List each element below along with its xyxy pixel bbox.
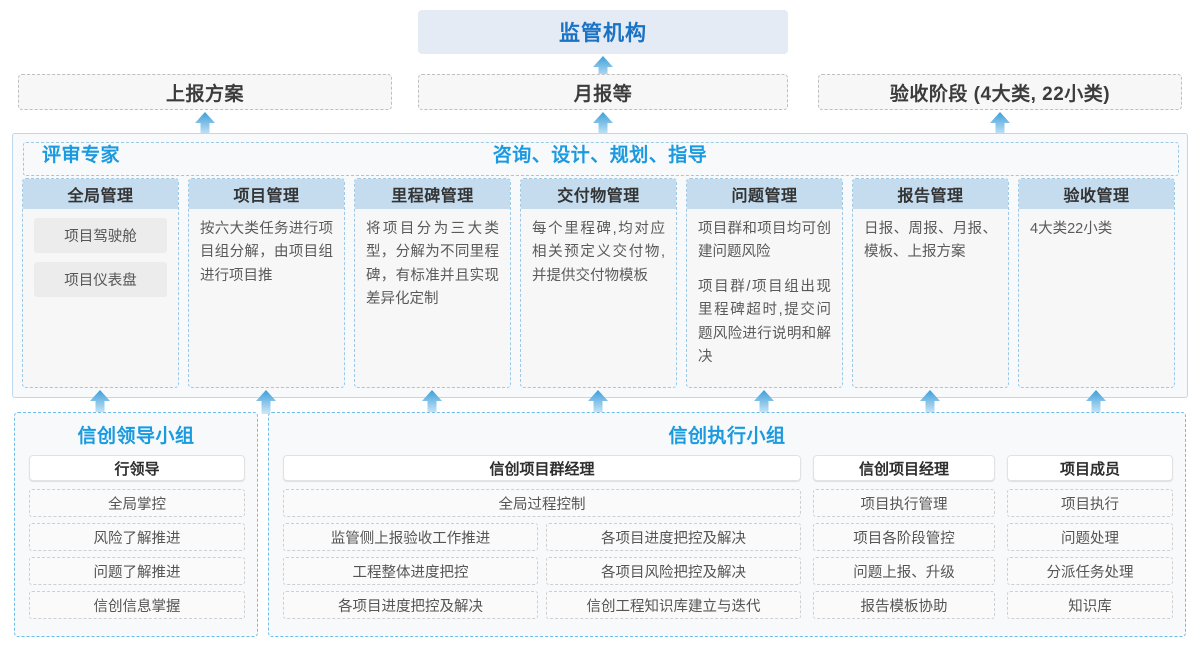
list-item[interactable]: 各项目风险把控及解决 <box>546 557 801 585</box>
management-paragraph: 项目群/项目组出现里程碑超时,提交问题风险进行说明和解决 <box>698 278 831 366</box>
list-item[interactable]: 报告模板协助 <box>813 591 995 619</box>
arrow-up-icon <box>989 112 1011 136</box>
management-paragraph: 按六大类任务进行项目组分解，由项目组进行项目推 <box>200 221 333 284</box>
management-column: 验收管理 4大类22小类 <box>1018 178 1175 388</box>
management-column: 项目管理按六大类任务进行项目组分解，由项目组进行项目推 <box>188 178 345 388</box>
list-item[interactable]: 监管侧上报验收工作推进 <box>283 523 538 551</box>
arrow-up-icon <box>255 390 277 414</box>
list-item[interactable]: 问题上报、升级 <box>813 557 995 585</box>
bottom-column-members: 项目成员 项目执行问题处理分派任务处理知识库 <box>1007 455 1173 625</box>
management-column: 里程碑管理将项目分为三大类型，分解为不同里程碑，有标准并且实现差异化定制 <box>354 178 511 388</box>
arrow-up-icon <box>753 390 775 414</box>
management-column-title: 报告管理 <box>853 179 1008 209</box>
list-item[interactable]: 全局掌控 <box>29 489 245 517</box>
management-column-body: 每个里程碑,均对应相关预定义交付物,并提供交付物模板 <box>521 209 676 288</box>
management-paragraph: 将项目分为三大类型，分解为不同里程碑，有标准并且实现差异化定制 <box>366 221 499 308</box>
management-paragraph: 项目群和项目均可创建问题风险 <box>698 221 831 261</box>
list-item[interactable]: 全局过程控制 <box>283 489 801 517</box>
list-item[interactable]: 风险了解推进 <box>29 523 245 551</box>
management-column-body: 4大类22小类 <box>1019 209 1174 241</box>
list-item[interactable]: 问题处理 <box>1007 523 1173 551</box>
report-box-plan: 上报方案 <box>18 74 392 110</box>
list-row: 工程整体进度把控各项目风险把控及解决 <box>283 557 801 591</box>
bottom-column-head: 信创项目群经理 <box>283 455 801 481</box>
management-column-body: 日报、周报、月报、模板、上报方案 <box>853 209 1008 265</box>
management-paragraph: 每个里程碑,均对应相关预定义交付物,并提供交付物模板 <box>532 221 665 284</box>
list-row: 监管侧上报验收工作推进各项目进度把控及解决 <box>283 523 801 557</box>
management-column-title: 问题管理 <box>687 179 842 209</box>
group-title: 信创执行小组 <box>668 426 786 447</box>
management-column-body: 按六大类任务进行项目组分解，由项目组进行项目推 <box>189 209 344 288</box>
management-chip[interactable]: 项目仪表盘 <box>34 262 167 297</box>
middle-label-center: 咨询、设计、规划、指导 <box>492 145 708 166</box>
management-chip[interactable]: 项目驾驶舱 <box>34 218 167 253</box>
list-item[interactable]: 项目各阶段管控 <box>813 523 995 551</box>
group-execution: 信创执行小组 信创项目群经理 全局过程控制 监管侧上报验收工作推进各项目进度把控… <box>268 412 1186 637</box>
bottom-column-program-manager: 信创项目群经理 全局过程控制 监管侧上报验收工作推进各项目进度把控及解决工程整体… <box>283 455 801 625</box>
management-column-body: 项目驾驶舱项目仪表盘 <box>23 209 178 297</box>
group-title: 信创领导小组 <box>77 426 195 447</box>
arrow-up-icon <box>592 112 614 136</box>
middle-label-bar <box>23 142 1179 176</box>
list-item[interactable]: 信创工程知识库建立与迭代 <box>546 591 801 619</box>
report-box-acceptance: 验收阶段 (4大类, 22小类) <box>818 74 1182 110</box>
arrow-up-icon <box>919 390 941 414</box>
list-item[interactable]: 项目执行管理 <box>813 489 995 517</box>
management-column-title: 验收管理 <box>1019 179 1174 209</box>
bottom-column-project-manager: 信创项目经理 项目执行管理项目各阶段管控问题上报、升级报告模板协助 <box>813 455 995 625</box>
management-paragraph: 4大类22小类 <box>1030 221 1113 237</box>
list-item[interactable]: 工程整体进度把控 <box>283 557 538 585</box>
bottom-column-head: 行领导 <box>29 455 245 481</box>
list-item[interactable]: 项目执行 <box>1007 489 1173 517</box>
report-box-monthly: 月报等 <box>418 74 788 110</box>
management-column: 交付物管理每个里程碑,均对应相关预定义交付物,并提供交付物模板 <box>520 178 677 388</box>
management-paragraph: 日报、周报、月报、模板、上报方案 <box>864 221 997 261</box>
group-leadership: 信创领导小组 行领导 全局掌控风险了解推进问题了解推进信创信息掌握 <box>14 412 258 637</box>
list-row: 各项目进度把控及解决信创工程知识库建立与迭代 <box>283 591 801 625</box>
management-column: 报告管理日报、周报、月报、模板、上报方案 <box>852 178 1009 388</box>
middle-label-left: 评审专家 <box>42 145 121 166</box>
list-item[interactable]: 知识库 <box>1007 591 1173 619</box>
arrow-up-icon <box>194 112 216 136</box>
management-column: 全局管理项目驾驶舱项目仪表盘 <box>22 178 179 388</box>
management-column-title: 交付物管理 <box>521 179 676 209</box>
list-item[interactable]: 各项目进度把控及解决 <box>283 591 538 619</box>
management-column-title: 里程碑管理 <box>355 179 510 209</box>
list-item[interactable]: 信创信息掌握 <box>29 591 245 619</box>
arrow-up-icon <box>421 390 443 414</box>
management-column-title: 全局管理 <box>23 179 178 209</box>
list-item[interactable]: 问题了解推进 <box>29 557 245 585</box>
arrow-up-icon <box>587 390 609 414</box>
management-column: 问题管理项目群和项目均可创建问题风险项目群/项目组出现里程碑超时,提交问题风险进… <box>686 178 843 388</box>
management-column-title: 项目管理 <box>189 179 344 209</box>
arrow-up-icon <box>592 56 614 80</box>
bottom-column-head: 项目成员 <box>1007 455 1173 481</box>
arrow-up-icon <box>1085 390 1107 414</box>
arrow-up-icon <box>89 390 111 414</box>
regulator-box: 监管机构 <box>418 10 788 54</box>
bottom-column-head: 信创项目经理 <box>813 455 995 481</box>
management-column-body: 项目群和项目均可创建问题风险项目群/项目组出现里程碑超时,提交问题风险进行说明和… <box>687 209 842 370</box>
bottom-column-leader: 行领导 全局掌控风险了解推进问题了解推进信创信息掌握 <box>29 455 245 625</box>
list-item[interactable]: 各项目进度把控及解决 <box>546 523 801 551</box>
list-item[interactable]: 分派任务处理 <box>1007 557 1173 585</box>
management-column-body: 将项目分为三大类型，分解为不同里程碑，有标准并且实现差异化定制 <box>355 209 510 312</box>
